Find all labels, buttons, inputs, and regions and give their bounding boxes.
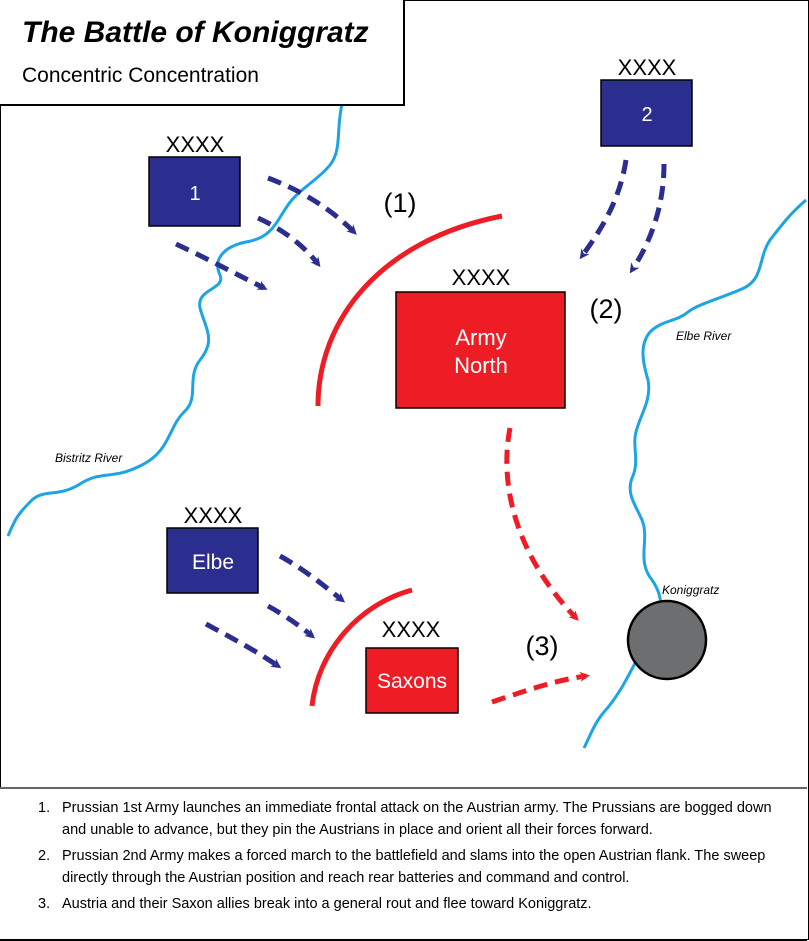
army-north-label-line1: Army bbox=[455, 325, 506, 350]
note-item: 1. Prussian 1st Army launches an immedia… bbox=[38, 797, 778, 841]
retreat-arrow bbox=[504, 427, 579, 621]
battle-map: XXXX XXXX XXXX XXXX XXXX 1 2 Elbe Army N… bbox=[6, 55, 807, 749]
army-size-symbol: XXXX bbox=[166, 132, 225, 157]
prussian-1st-army-box bbox=[148, 156, 241, 227]
attack-arrow bbox=[278, 553, 346, 603]
bistritz-river-label: Bistritz River bbox=[55, 451, 123, 465]
elbe-army-label: Elbe bbox=[192, 551, 234, 574]
note-item: 3. Austria and their Saxon allies break … bbox=[38, 893, 778, 915]
prussian-2nd-army-box bbox=[600, 79, 693, 147]
page-title: The Battle of Koniggratz bbox=[22, 16, 369, 49]
saxons-box bbox=[365, 647, 459, 714]
saxons-label: Saxons bbox=[377, 670, 447, 693]
army-north-defense-line bbox=[315, 213, 503, 407]
note-number: 3. bbox=[38, 896, 51, 912]
attack-arrow bbox=[579, 159, 629, 260]
notes-panel: 1. Prussian 1st Army launches an immedia… bbox=[0, 787, 807, 941]
page-subtitle: Concentric Concentration bbox=[22, 64, 259, 87]
note-number: 2. bbox=[38, 848, 51, 864]
koniggratz-label: Koniggratz bbox=[662, 583, 719, 597]
prussian-1st-army-label: 1 bbox=[189, 183, 200, 205]
prussian-1st-army-attack-arrows bbox=[174, 175, 357, 291]
attack-arrow bbox=[204, 621, 282, 669]
army-north-label-line2: North bbox=[454, 353, 508, 378]
note-text: Austria and their Saxon allies break int… bbox=[62, 896, 592, 912]
attack-arrow bbox=[629, 163, 667, 274]
austrian-retreat-arrows bbox=[491, 427, 590, 705]
phase-marker-1: (1) bbox=[384, 188, 417, 218]
elbe-river-label: Elbe River bbox=[676, 329, 732, 343]
army-size-symbol: XXXX bbox=[184, 503, 243, 528]
prussian-2nd-army-attack-arrows bbox=[579, 159, 667, 274]
attack-arrow bbox=[267, 175, 357, 235]
retreat-arrow bbox=[491, 671, 590, 705]
army-north-box bbox=[395, 291, 566, 409]
army-size-symbol: XXXX bbox=[618, 55, 677, 80]
attack-arrow bbox=[174, 241, 268, 291]
elbe-army-box bbox=[166, 527, 259, 594]
phase-marker-3: (3) bbox=[526, 631, 559, 661]
attack-arrow bbox=[266, 603, 316, 639]
prussian-2nd-army-label: 2 bbox=[641, 104, 652, 126]
note-text: Prussian 2nd Army makes a forced march t… bbox=[62, 848, 766, 886]
note-number: 1. bbox=[38, 800, 51, 816]
attack-arrow bbox=[256, 215, 321, 268]
notes-list: 1. Prussian 1st Army launches an immedia… bbox=[38, 797, 778, 919]
army-size-symbol: XXXX bbox=[452, 265, 511, 290]
title-box: The Battle of Koniggratz Concentric Conc… bbox=[0, 0, 405, 106]
bistritz-river bbox=[6, 103, 344, 537]
koniggratz-city bbox=[626, 599, 708, 681]
note-text: Prussian 1st Army launches an immediate … bbox=[62, 800, 772, 838]
elbe-army-attack-arrows bbox=[204, 553, 346, 669]
saxons-defense-line bbox=[309, 587, 413, 707]
phase-marker-2: (2) bbox=[590, 294, 623, 324]
note-item: 2. Prussian 2nd Army makes a forced marc… bbox=[38, 845, 778, 889]
army-size-symbol: XXXX bbox=[382, 617, 441, 642]
